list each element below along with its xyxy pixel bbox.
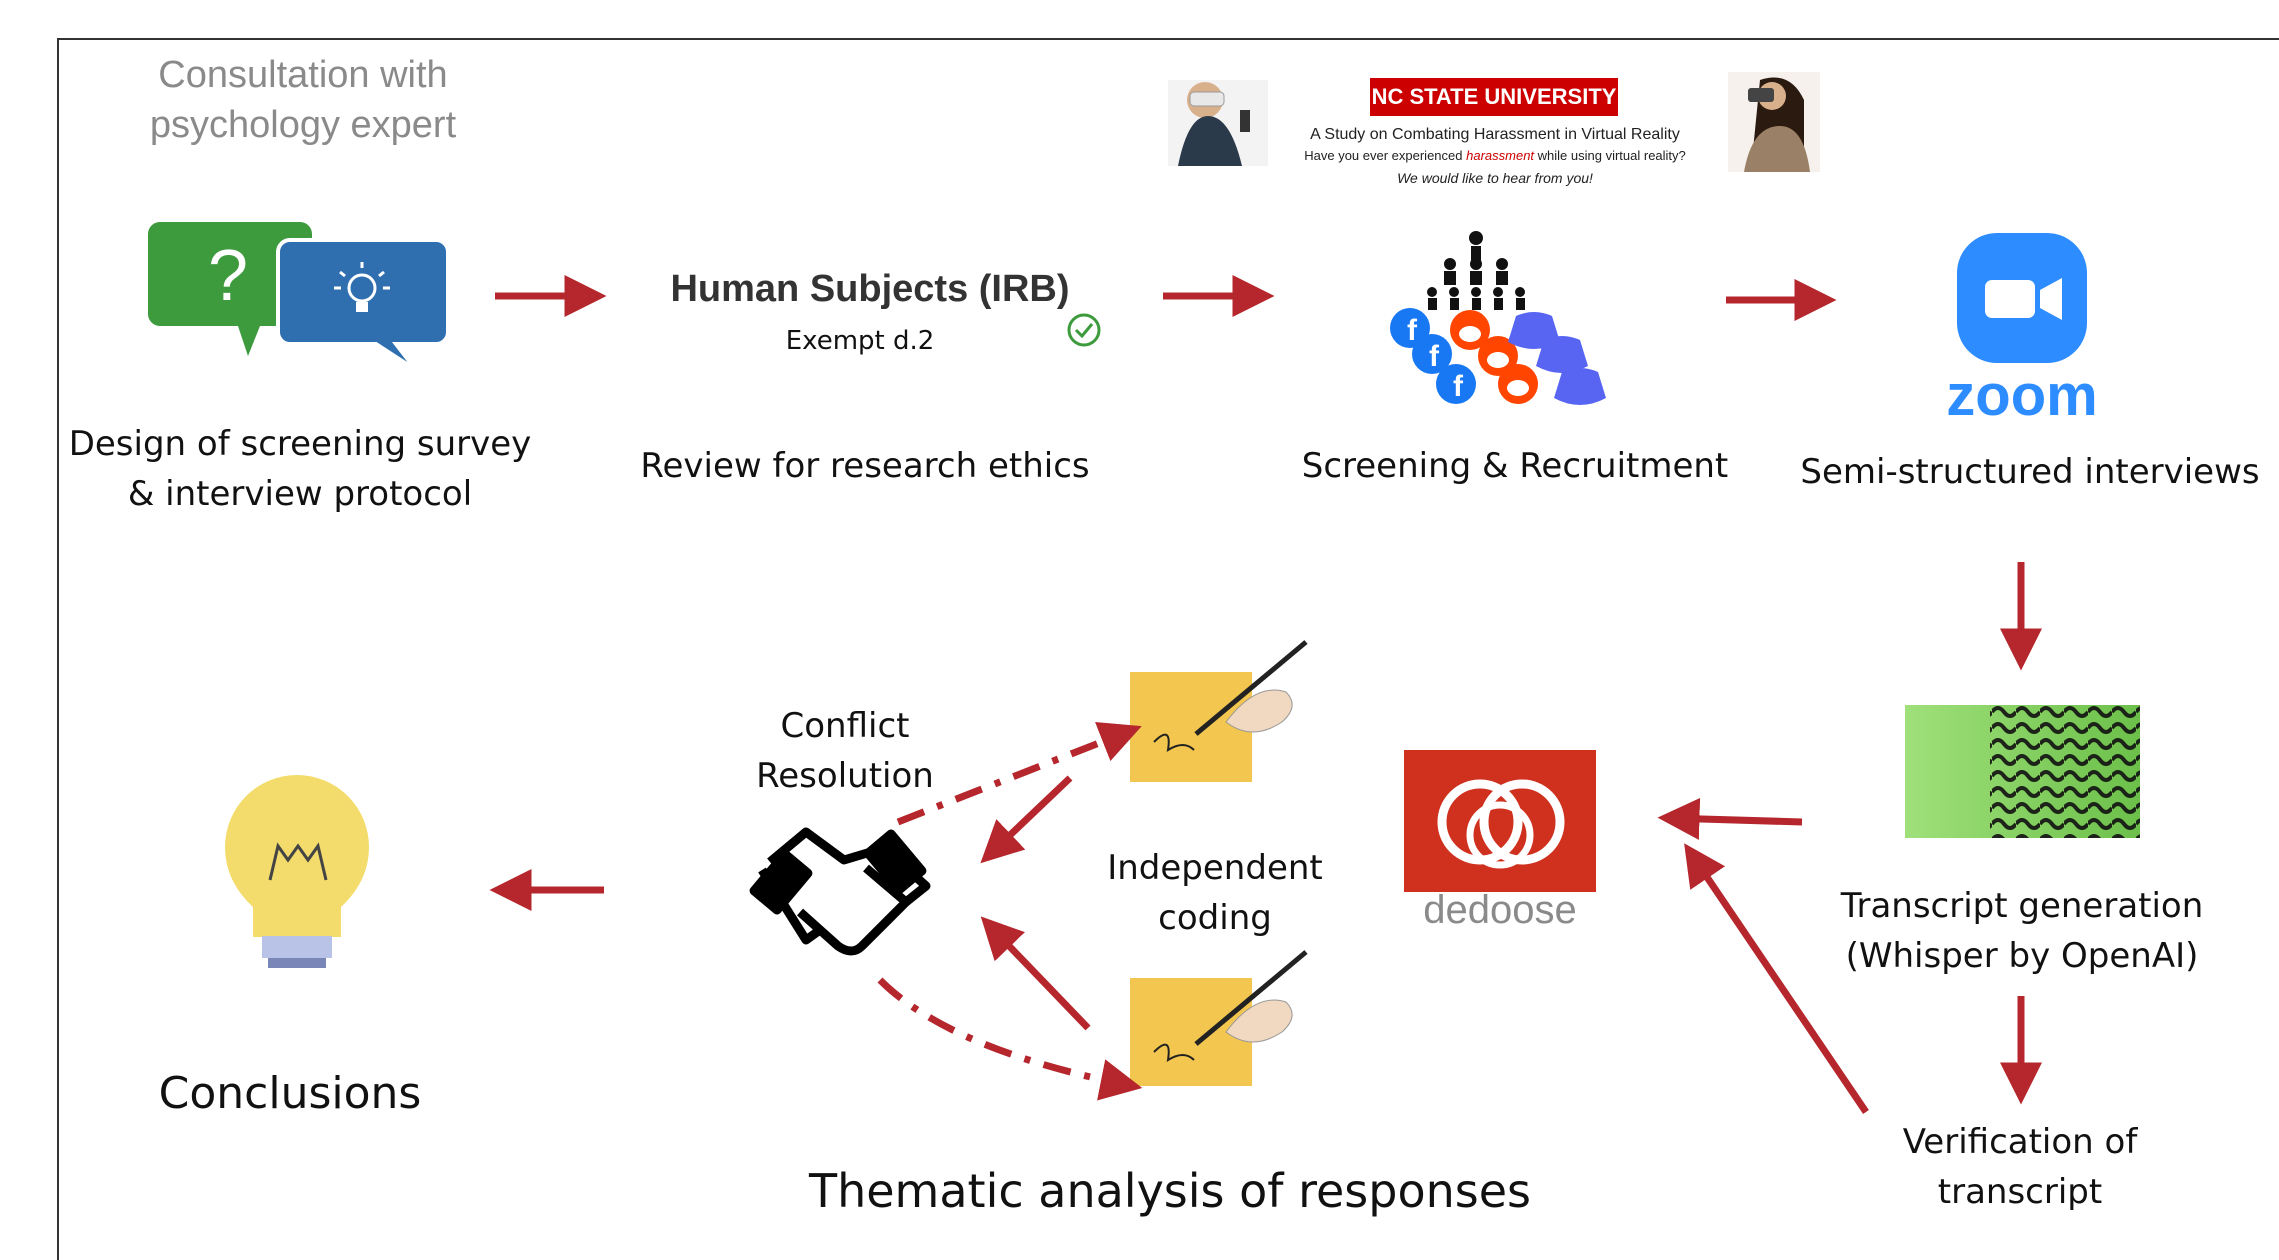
step-transcript-line2: (Whisper by OpenAI) bbox=[1845, 936, 2199, 976]
dedoose-logo-icon bbox=[1404, 750, 1596, 892]
step-verification-line1: Verification of bbox=[1902, 1122, 2138, 1162]
arrow-coding-bottom-to-handshake bbox=[980, 916, 1091, 1031]
zoom-camera-icon bbox=[1957, 233, 2087, 363]
flyer-question-post: while using virtual reality? bbox=[1534, 148, 1686, 163]
whisper-waves-image bbox=[1905, 705, 2140, 838]
lightbulb-icon bbox=[225, 775, 369, 968]
handshake-icon bbox=[749, 827, 931, 956]
dashed-arrow-bottom bbox=[877, 977, 1143, 1101]
irb-subtitle: Exempt d.2 bbox=[785, 326, 935, 356]
zoom-logo-text: zoom bbox=[1946, 363, 2098, 428]
flyer-university-banner: NC STATE UNIVERSITY bbox=[1370, 78, 1618, 116]
flow-arrows bbox=[489, 275, 2042, 1114]
arrow-verification-to-dedoose bbox=[1684, 843, 1869, 1114]
vr-user-left-photo bbox=[1168, 80, 1268, 166]
check-circle-icon bbox=[1067, 313, 1101, 347]
diagram-graphics: ? f bbox=[148, 72, 2140, 1114]
step-conflict-line1: Conflict bbox=[780, 706, 910, 746]
svg-text:f: f bbox=[1407, 314, 1418, 347]
svg-text:f: f bbox=[1453, 370, 1464, 403]
expert-note-line2: psychology expert bbox=[149, 104, 457, 146]
step-interviews: Semi-structured interviews bbox=[1800, 452, 2260, 492]
step-screening: Screening & Recruitment bbox=[1301, 446, 1729, 486]
step-coding-line1: Independent bbox=[1107, 848, 1323, 888]
step-conclusions: Conclusions bbox=[158, 1068, 422, 1119]
flyer-question-pre: Have you ever experienced bbox=[1304, 148, 1467, 163]
step-design-line2: & interview protocol bbox=[127, 474, 473, 514]
arrow-coding-top-to-handshake bbox=[980, 775, 1073, 864]
discord-icons bbox=[1508, 312, 1606, 405]
flyer-study-title: A Study on Combating Harassment in Virtu… bbox=[1310, 126, 1680, 143]
step-design-line1: Design of screening survey bbox=[68, 424, 532, 464]
step-verification-line2: transcript bbox=[1937, 1172, 2103, 1212]
reddit-icons bbox=[1450, 310, 1538, 404]
irb-title: Human Subjects (IRB) bbox=[670, 268, 1070, 310]
svg-text:f: f bbox=[1429, 340, 1440, 373]
dedoose-logo-text: dedoose bbox=[1423, 888, 1577, 932]
expert-note-line1: Consultation with bbox=[158, 54, 448, 96]
flyer-question: Have you ever experienced harassment whi… bbox=[1270, 148, 1720, 163]
step-review: Review for research ethics bbox=[640, 446, 1090, 486]
step-coding-line2: coding bbox=[1158, 898, 1272, 938]
facebook-icons: f f f bbox=[1390, 308, 1476, 404]
sticky-note-top-icon bbox=[1130, 640, 1308, 782]
vr-user-right-photo bbox=[1728, 72, 1820, 172]
flyer-question-red: harassment bbox=[1466, 148, 1535, 163]
thematic-analysis-caption: Thematic analysis of responses bbox=[808, 1164, 1531, 1218]
arrow-transcript-to-dedoose bbox=[1657, 797, 1803, 840]
sticky-note-bottom-icon bbox=[1130, 950, 1308, 1086]
dashed-arrow-top bbox=[896, 721, 1142, 826]
flyer-invite: We would like to hear from you! bbox=[1397, 170, 1593, 186]
svg-text:?: ? bbox=[208, 236, 248, 316]
speech-bubbles-icon: ? bbox=[148, 222, 450, 372]
social-network-icon: f f f bbox=[1390, 231, 1606, 405]
step-transcript-line1: Transcript generation bbox=[1840, 886, 2204, 926]
step-conflict-line2: Resolution bbox=[756, 756, 934, 796]
